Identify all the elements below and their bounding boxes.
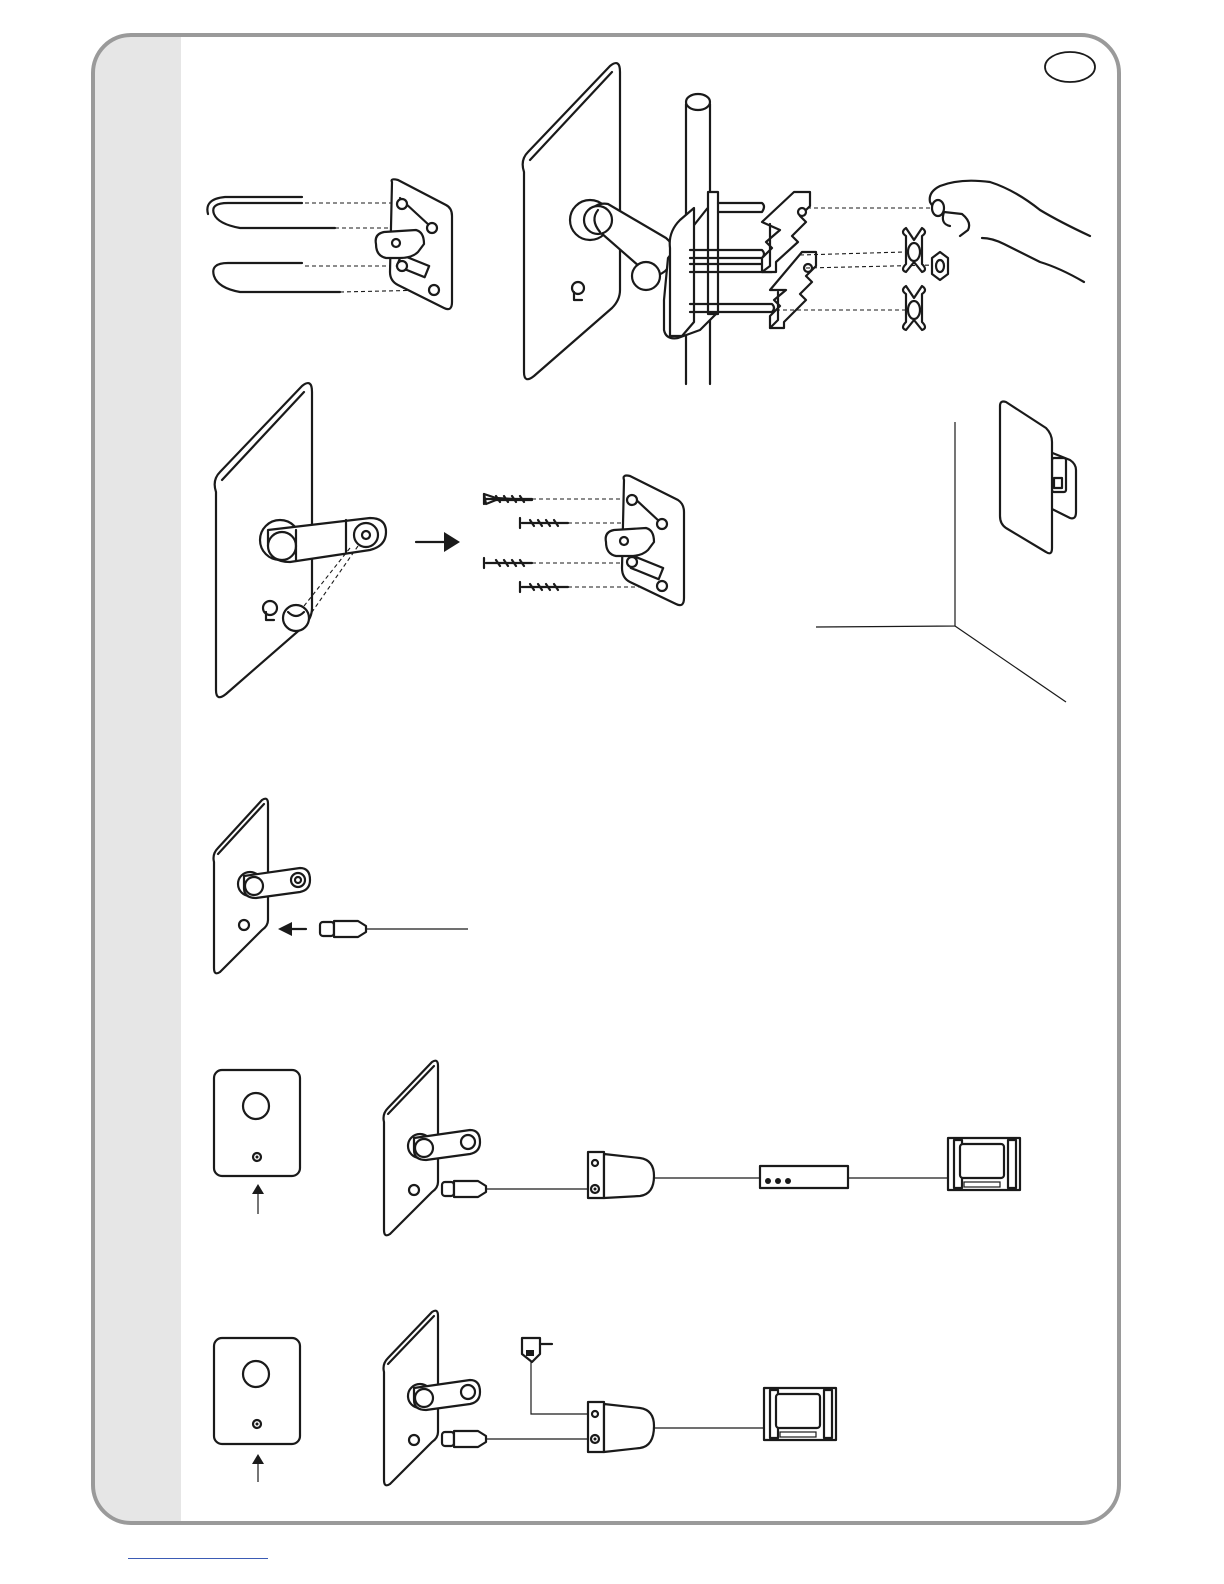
- pole-clamp-icon: [664, 192, 718, 338]
- receiver-box-icon: [760, 1166, 848, 1188]
- pole-mount-figure: [523, 63, 1090, 384]
- clamp-plate-icon: [762, 192, 816, 328]
- tv-icon: [948, 1138, 1020, 1190]
- left-sidebar-band: [93, 35, 181, 1523]
- left-arrow-icon: [278, 922, 306, 936]
- cable-connection-figure: [214, 799, 469, 974]
- right-arrow-icon: [416, 532, 460, 552]
- footer-rule: [128, 1558, 268, 1559]
- coax-connector-icon: [442, 1431, 588, 1447]
- bracket-u-bolt-figure: [207, 179, 452, 309]
- up-arrow-icon: [252, 1184, 264, 1214]
- power-adapter-plug-icon: [522, 1338, 588, 1414]
- tv-icon: [764, 1388, 836, 1440]
- adapter-connection-figure: [214, 1311, 836, 1486]
- up-arrow-icon: [252, 1454, 264, 1482]
- hex-nut-icon: [932, 252, 948, 280]
- antenna-front-view-icon: [214, 1070, 300, 1176]
- hand-icon: [930, 181, 1090, 282]
- wall-corner-figure: [816, 402, 1076, 703]
- bracket-plate-icon: [376, 179, 452, 309]
- antenna-panel-icon: [384, 1061, 481, 1236]
- power-splitter-icon: [588, 1152, 654, 1198]
- language-badge: [1045, 52, 1095, 82]
- mounted-antenna-icon: [1000, 402, 1076, 554]
- antenna-panel-icon: [384, 1311, 481, 1486]
- antenna-panel-icon: [214, 799, 311, 974]
- screws-icon: [484, 494, 568, 592]
- receiver-connection-figure: [214, 1061, 1020, 1236]
- power-splitter-icon: [588, 1402, 654, 1452]
- u-bolt-icon: [207, 197, 340, 292]
- coax-connector-icon: [442, 1181, 588, 1197]
- coax-connector-icon: [320, 921, 468, 937]
- wing-nut-icon: [903, 228, 925, 330]
- antenna-front-view-icon: [214, 1338, 300, 1444]
- bracket-plate-icon: [606, 476, 684, 606]
- wall-mount-figure: [215, 383, 684, 697]
